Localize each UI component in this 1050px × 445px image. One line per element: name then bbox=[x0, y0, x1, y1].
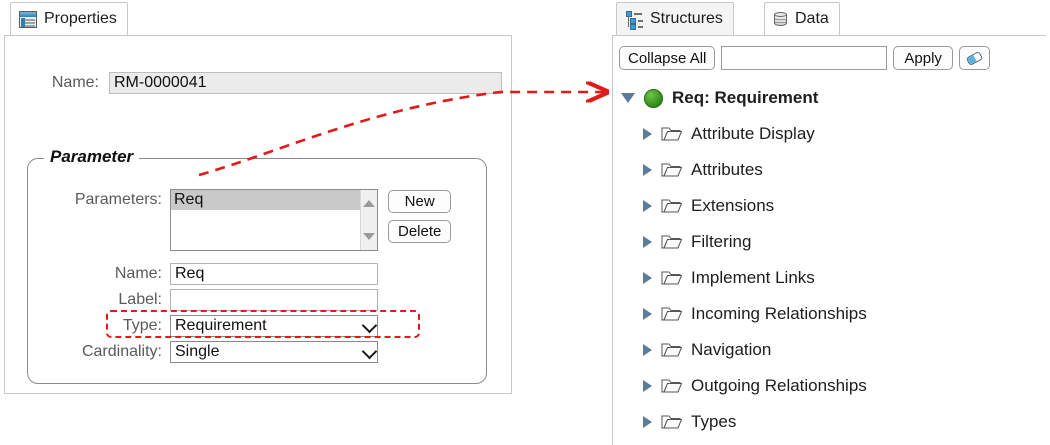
triangle-right-icon[interactable] bbox=[643, 236, 652, 248]
green-circle-icon bbox=[644, 88, 663, 108]
tab-data[interactable]: Data bbox=[764, 2, 840, 35]
tree-item-label: Navigation bbox=[691, 340, 772, 359]
tree-row-extensions[interactable]: Extensions bbox=[619, 188, 1039, 224]
tab-structures[interactable]: Structures bbox=[616, 2, 734, 35]
tree-row-implement-links[interactable]: Implement Links bbox=[619, 260, 1039, 296]
hierarchy-icon bbox=[625, 10, 643, 30]
param-label-label: Label: bbox=[118, 291, 162, 308]
folder-icon bbox=[661, 306, 683, 322]
tree-row-outgoing-relationships[interactable]: Outgoing Relationships bbox=[619, 368, 1039, 404]
folder-icon bbox=[661, 162, 683, 178]
properties-panel: Properties Name: RM-0000041 Parameter Pa… bbox=[4, 2, 512, 394]
tab-structures-label: Structures bbox=[650, 10, 723, 27]
parameters-list[interactable]: Req bbox=[170, 189, 378, 251]
folder-icon bbox=[661, 126, 683, 142]
name-field-label: Name: bbox=[51, 74, 99, 91]
triangle-right-icon[interactable] bbox=[643, 164, 652, 176]
parameters-label: Parameters: bbox=[74, 191, 162, 208]
new-button[interactable]: New bbox=[388, 190, 452, 213]
parameters-row: Parameters: Req New Delete bbox=[42, 189, 452, 251]
folder-icon bbox=[661, 198, 683, 214]
folder-icon bbox=[661, 414, 683, 430]
folder-icon bbox=[661, 342, 683, 358]
database-icon bbox=[773, 11, 788, 28]
tree-row-navigation[interactable]: Navigation bbox=[619, 332, 1039, 368]
scroll-up-icon[interactable] bbox=[363, 200, 375, 207]
tree-item-label: Incoming Relationships bbox=[691, 304, 867, 323]
folder-icon bbox=[661, 378, 683, 394]
scroll-down-icon[interactable] bbox=[363, 233, 375, 240]
tree-row-types[interactable]: Types bbox=[619, 404, 1039, 440]
clear-filter-button[interactable] bbox=[958, 46, 990, 70]
name-row: Name: RM-0000041 bbox=[31, 72, 502, 94]
tab-properties-label: Properties bbox=[44, 10, 117, 27]
tree-item-label: Outgoing Relationships bbox=[691, 376, 867, 395]
list-item[interactable]: Req bbox=[171, 190, 360, 210]
tree-root-label: Req: Requirement bbox=[672, 88, 819, 107]
tree-item-label: Attributes bbox=[691, 160, 763, 179]
param-cardinality-label: Cardinality: bbox=[81, 343, 162, 360]
tab-data-label: Data bbox=[795, 10, 829, 27]
tree-row-root[interactable]: Req: Requirement bbox=[619, 80, 1039, 116]
tab-properties[interactable]: Properties bbox=[10, 2, 128, 35]
triangle-right-icon[interactable] bbox=[643, 200, 652, 212]
triangle-right-icon[interactable] bbox=[643, 272, 652, 284]
delete-button[interactable]: Delete bbox=[388, 220, 452, 243]
param-name-input[interactable]: Req bbox=[170, 263, 378, 285]
param-label-input[interactable] bbox=[170, 289, 378, 311]
triangle-down-icon[interactable] bbox=[621, 93, 635, 103]
param-type-label: Type: bbox=[122, 317, 162, 334]
parameter-group-title: Parameter bbox=[44, 147, 140, 167]
properties-panel-body: Name: RM-0000041 Parameter Parameters: R… bbox=[4, 35, 512, 394]
param-type-select[interactable]: Requirement bbox=[170, 315, 378, 337]
triangle-right-icon[interactable] bbox=[643, 416, 652, 428]
tree-row-incoming-relationships[interactable]: Incoming Relationships bbox=[619, 296, 1039, 332]
name-field-input[interactable]: RM-0000041 bbox=[109, 72, 502, 94]
triangle-right-icon[interactable] bbox=[643, 308, 652, 320]
folder-icon bbox=[661, 270, 683, 286]
data-tab-strip: Structures Data bbox=[612, 2, 1046, 36]
param-name-label: Name: bbox=[114, 265, 162, 282]
folder-icon bbox=[661, 234, 683, 250]
triangle-right-icon[interactable] bbox=[643, 380, 652, 392]
tree-row-attribute-display[interactable]: Attribute Display bbox=[619, 116, 1039, 152]
properties-table-icon bbox=[19, 10, 37, 28]
tree-item-label: Implement Links bbox=[691, 268, 815, 287]
properties-tab-strip: Properties bbox=[4, 2, 512, 36]
parameter-group-box: Parameter Parameters: Req New Delete Nam… bbox=[27, 147, 487, 384]
data-tree: Req: Requirement Attribute Display Attri… bbox=[619, 80, 1039, 440]
data-panel: Structures Data Collapse All Apply bbox=[612, 2, 1046, 445]
parameters-list-scrollbar[interactable] bbox=[360, 190, 377, 250]
data-panel-body: Collapse All Apply Req: Requirement Attr… bbox=[612, 35, 1046, 445]
tree-item-label: Extensions bbox=[691, 196, 775, 215]
param-cardinality-row: Cardinality: Single bbox=[42, 341, 378, 363]
filter-input[interactable] bbox=[721, 46, 888, 70]
param-label-row: Label: bbox=[42, 289, 378, 311]
apply-button[interactable]: Apply bbox=[893, 46, 953, 70]
parameter-buttons: New Delete bbox=[388, 189, 452, 243]
tree-row-attributes[interactable]: Attributes bbox=[619, 152, 1039, 188]
collapse-all-button[interactable]: Collapse All bbox=[619, 46, 716, 70]
tree-row-filtering[interactable]: Filtering bbox=[619, 224, 1039, 260]
param-type-row: Type: Requirement bbox=[42, 315, 378, 337]
triangle-right-icon[interactable] bbox=[643, 344, 652, 356]
tree-toolbar: Collapse All Apply bbox=[619, 46, 990, 70]
tree-item-label: Types bbox=[691, 412, 737, 431]
tree-item-label: Filtering bbox=[691, 232, 752, 251]
triangle-right-icon[interactable] bbox=[643, 128, 652, 140]
param-name-row: Name: Req bbox=[42, 263, 378, 285]
tree-item-label: Attribute Display bbox=[691, 124, 815, 143]
eraser-icon bbox=[965, 50, 984, 66]
param-cardinality-select[interactable]: Single bbox=[170, 341, 378, 363]
